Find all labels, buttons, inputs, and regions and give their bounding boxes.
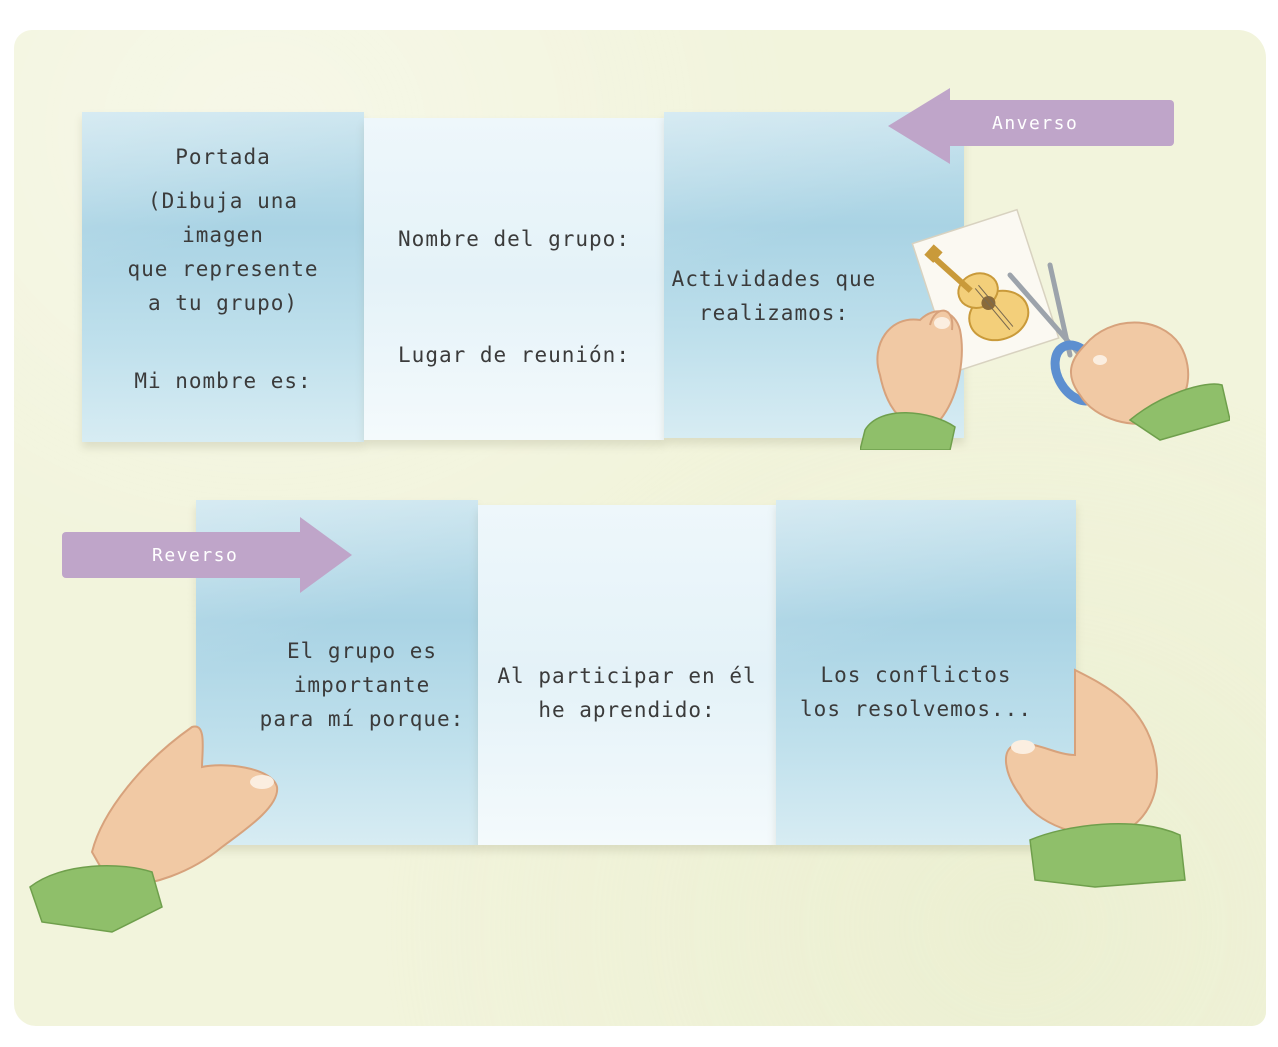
activities-label: Actividades que realizamos:	[671, 267, 877, 325]
conflicts-label: Los conflictos los resolvemos...	[800, 663, 1032, 721]
meeting-place-label: Lugar de reunión:	[398, 343, 630, 367]
arrow-right-icon	[300, 517, 352, 593]
front-panel-cover: Portada (Dibuja una imagen que represent…	[82, 112, 364, 442]
anverso-text: Anverso	[992, 112, 1079, 134]
hand-right	[1004, 668, 1186, 888]
front-panel-activities: Actividades que realizamos:	[664, 112, 964, 438]
reverso-text: Reverso	[152, 544, 239, 566]
learned-label: Al participar en él he aprendido:	[497, 664, 757, 722]
back-label: Reverso	[62, 532, 306, 578]
importance-label: El grupo es importante para mí porque:	[259, 639, 465, 731]
group-name-label: Nombre del grupo:	[398, 227, 630, 251]
front-panel-middle: Nombre del grupo: Lugar de reunión:	[364, 118, 664, 440]
cover-title: Portada	[175, 145, 271, 169]
cover-name-label: Mi nombre es:	[134, 369, 312, 393]
back-panel-learned: Al participar en él he aprendido:	[478, 505, 776, 845]
cover-instruction: (Dibuja una imagen que represente a tu g…	[127, 189, 319, 315]
hand-right	[1070, 321, 1230, 441]
hand-left	[860, 309, 963, 450]
hands-cutting-picture	[860, 208, 1230, 450]
front-label: Anverso	[940, 100, 1174, 146]
hand-left	[29, 725, 279, 933]
arrow-left-icon	[888, 88, 950, 164]
